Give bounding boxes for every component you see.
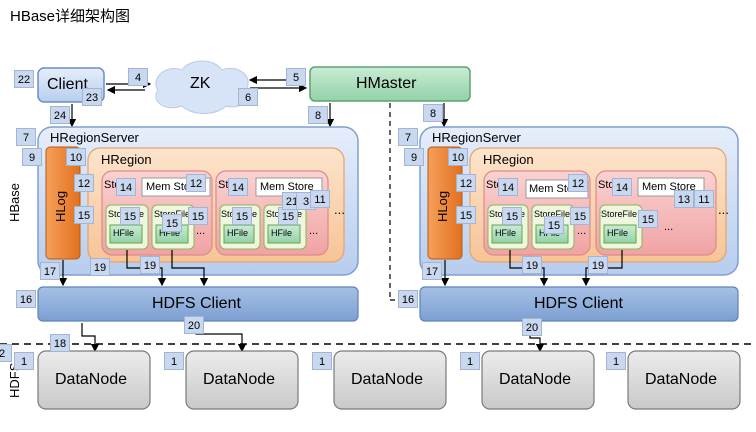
hlog-left-label: HLog bbox=[53, 190, 68, 222]
badge-12-right-a: 12 bbox=[456, 174, 476, 192]
hfile-left-1b-label: HFile bbox=[159, 228, 181, 238]
memstore-left-1-label: Mem Store bbox=[146, 181, 200, 193]
ellipsis-right-1: ... bbox=[577, 225, 587, 237]
hfile-left-2b-label: HFile bbox=[271, 228, 293, 238]
badge-1-dn5: 1 bbox=[606, 352, 626, 370]
badge-10-left: 10 bbox=[66, 148, 86, 166]
store-right-2-label: Store bbox=[598, 180, 624, 191]
datanode-5 bbox=[627, 350, 741, 410]
memstore-right-1-label: Mem Store bbox=[529, 183, 583, 195]
datanode-1-label: DataNode bbox=[55, 371, 128, 388]
ellipsis-left-2: ... bbox=[309, 225, 319, 237]
hlog-left bbox=[45, 146, 81, 260]
badge-20-right: 20 bbox=[522, 318, 542, 336]
badge-14-left-a: 14 bbox=[116, 178, 136, 196]
badge-15-left-d: 15 bbox=[188, 207, 208, 225]
badge-15-left-a: 15 bbox=[74, 206, 94, 224]
client-label: Client bbox=[47, 76, 88, 93]
ellipsis-right-region: ... bbox=[718, 202, 729, 217]
badge-16-left: 16 bbox=[16, 290, 36, 308]
badge-1-dn3: 1 bbox=[312, 352, 332, 370]
zk-label: ZK bbox=[190, 75, 211, 92]
badge-2: 2 bbox=[0, 344, 12, 362]
storefile-right-2a-label: StoreFile bbox=[601, 209, 638, 219]
badge-16-right: 16 bbox=[398, 290, 418, 308]
badge-24: 24 bbox=[50, 106, 70, 124]
badge-14-right-b: 14 bbox=[612, 178, 632, 196]
hlog-right bbox=[427, 146, 463, 260]
badge-5: 5 bbox=[286, 68, 306, 86]
badge-23: 23 bbox=[82, 88, 102, 106]
badge-11-left: 11 bbox=[310, 190, 330, 208]
hregionserver-left-label: HRegionServer bbox=[50, 130, 139, 145]
badge-15-right-c: 15 bbox=[544, 216, 564, 234]
hfile-left-1a-label: HFile bbox=[113, 228, 135, 238]
badge-20-left: 20 bbox=[184, 316, 204, 334]
ellipsis-left-1: ... bbox=[196, 225, 206, 237]
badge-19-left-a: 19 bbox=[90, 258, 110, 276]
badge-1-dn2: 1 bbox=[164, 352, 184, 370]
badge-9-right: 9 bbox=[404, 148, 424, 166]
hfile-left-2a-label: HFile bbox=[227, 228, 249, 238]
ellipsis-left-region: ... bbox=[334, 202, 345, 217]
badge-12-left-a: 12 bbox=[74, 174, 94, 192]
datanode-4 bbox=[481, 350, 595, 410]
ellipsis-right-2: ... bbox=[664, 221, 674, 233]
badge-15-right-a: 15 bbox=[456, 206, 476, 224]
storefile-right-1b-label: StoreFile bbox=[534, 209, 571, 219]
datanode-3-label: DataNode bbox=[351, 371, 424, 388]
badge-17-right: 17 bbox=[422, 262, 442, 280]
badge-6: 6 bbox=[238, 88, 258, 106]
memstore-right-2-label: Mem Store bbox=[642, 181, 696, 193]
badge-18: 18 bbox=[50, 334, 70, 352]
badge-15-left-e: 15 bbox=[232, 207, 252, 225]
badge-4: 4 bbox=[128, 68, 148, 86]
badge-15-left-c: 15 bbox=[162, 214, 182, 232]
hdfs-client-left-label: HDFS Client bbox=[152, 295, 241, 312]
datanode-4-label: DataNode bbox=[499, 371, 572, 388]
badge-9-left: 9 bbox=[22, 148, 42, 166]
datanode-3 bbox=[333, 350, 447, 410]
badge-13: 13 bbox=[674, 190, 694, 208]
badge-8-right: 8 bbox=[423, 104, 443, 122]
datanode-2-label: DataNode bbox=[203, 371, 276, 388]
badge-11-right: 11 bbox=[694, 190, 714, 208]
hregion-left-label: HRegion bbox=[101, 152, 152, 167]
badge-19-right-b: 19 bbox=[588, 256, 608, 274]
badge-15-left-b: 15 bbox=[120, 207, 140, 225]
hlog-right-label: HLog bbox=[435, 190, 450, 222]
badge-12-left-b: 12 bbox=[186, 174, 206, 192]
badge-10-right: 10 bbox=[448, 148, 468, 166]
datanode-2 bbox=[185, 350, 299, 410]
badge-19-right-a: 19 bbox=[522, 256, 542, 274]
hfile-right-1a-label: HFile bbox=[495, 228, 517, 238]
badge-1-dn1: 1 bbox=[14, 352, 34, 370]
badge-7-left: 7 bbox=[16, 128, 36, 146]
hregionserver-right-label: HRegionServer bbox=[432, 130, 521, 145]
badge-19-left-b: 19 bbox=[140, 256, 160, 274]
badge-7-right: 7 bbox=[398, 128, 418, 146]
datanode-5-label: DataNode bbox=[645, 371, 718, 388]
badge-15-right-d: 15 bbox=[570, 207, 590, 225]
badge-8-left: 8 bbox=[308, 106, 328, 124]
hbase-side-label: HBase bbox=[7, 182, 22, 222]
badge-12-right-b: 12 bbox=[568, 174, 588, 192]
badge-14-right-a: 14 bbox=[498, 178, 518, 196]
badge-17-left: 17 bbox=[40, 262, 60, 280]
hfile-right-2a-label: HFile bbox=[607, 228, 629, 238]
memstore-left-2-label: Mem Store bbox=[260, 181, 314, 193]
hmaster-box bbox=[309, 66, 471, 102]
badge-15-right-b: 15 bbox=[502, 207, 522, 225]
diagram-title: HBase详细架构图 bbox=[10, 8, 131, 25]
badge-1-dn4: 1 bbox=[460, 352, 480, 370]
hdfs-client-right-label: HDFS Client bbox=[534, 295, 623, 312]
badge-15-right-e: 15 bbox=[638, 210, 658, 228]
badge-14-left-b: 14 bbox=[228, 178, 248, 196]
hregion-right-label: HRegion bbox=[483, 152, 534, 167]
hmaster-label: HMaster bbox=[356, 75, 417, 92]
datanode-1 bbox=[37, 350, 151, 410]
badge-22: 22 bbox=[14, 70, 34, 88]
hdfs-client-right bbox=[419, 286, 739, 322]
